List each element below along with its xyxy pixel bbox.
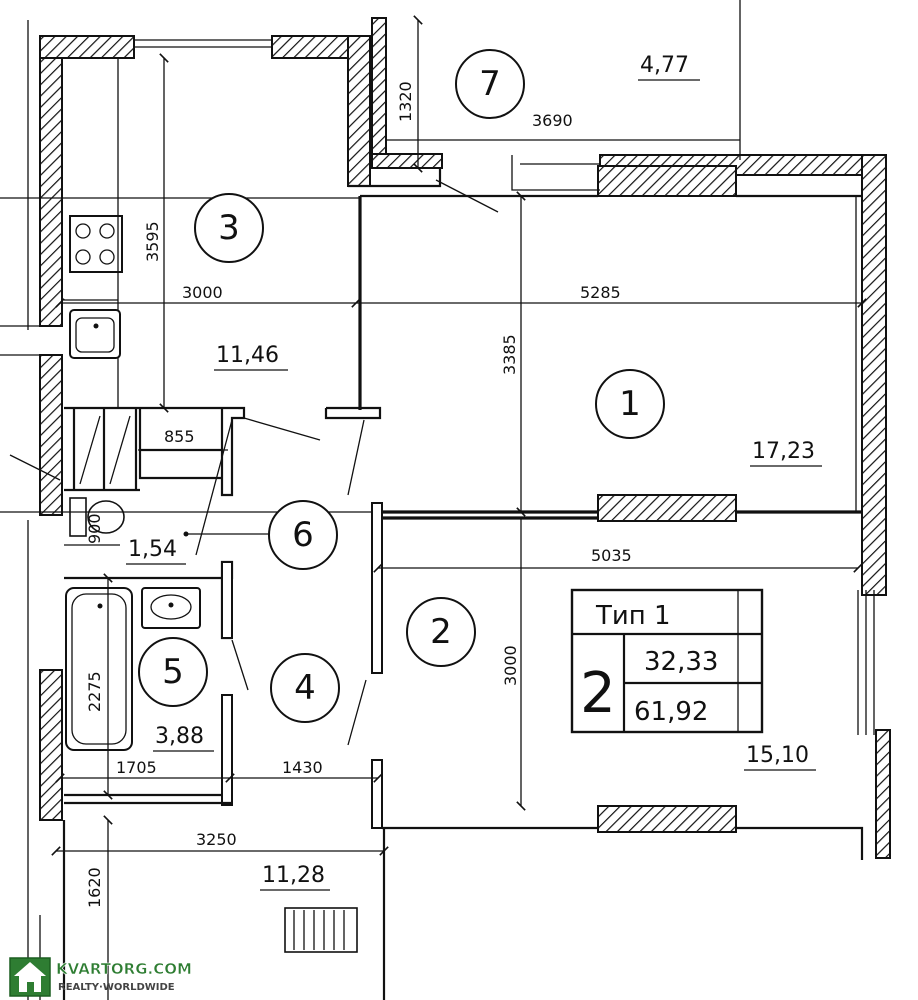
bathroom-sink-icon (141, 587, 201, 629)
bathtub-icon (65, 587, 133, 751)
dim-wc-depth: 900 (85, 513, 104, 544)
room-number: 6 (292, 515, 314, 555)
dim-balcony-depth: 1320 (396, 81, 415, 122)
room-marker-2: 2 (406, 597, 476, 667)
area-room-1: 17,23 (752, 439, 815, 464)
area-room-7: 4,77 (640, 53, 689, 78)
room-number: 7 (479, 64, 501, 104)
dim-bath-depth: 2275 (85, 671, 104, 712)
dimension-lines (0, 0, 867, 1000)
area-room-2: 15,10 (746, 743, 809, 768)
type-total-area: 61,92 (634, 697, 708, 727)
room-marker-7: 7 (455, 49, 525, 119)
watermark-line2: REALTY·WORLDWIDE (58, 982, 175, 993)
room-number: 2 (430, 612, 452, 652)
type-living-area: 32,33 (644, 647, 718, 677)
window-blocks (597, 165, 737, 833)
apartment-type-table: Тип 1 2 32,33 61,92 (570, 588, 764, 734)
room-number: 5 (162, 652, 184, 692)
room-number: 3 (218, 208, 240, 248)
room-marker-3: 3 (194, 193, 264, 263)
room-marker-4: 4 (270, 653, 340, 723)
dim-room2-depth: 3000 (501, 645, 520, 686)
type-title: Тип 1 (595, 601, 671, 631)
dim-hall-depth: 1620 (85, 867, 104, 908)
area-room-3: 11,46 (216, 343, 279, 368)
watermark-logo: KVARTORG.COM REALTY·WORLDWIDE (9, 957, 192, 997)
room-number: 4 (294, 668, 316, 708)
area-hall: 11,28 (262, 863, 325, 888)
dim-hall-width: 3250 (196, 830, 237, 849)
dim-bath-width: 1705 (116, 758, 157, 777)
door-swings (9, 179, 499, 746)
kitchen-sink-icon (69, 309, 121, 359)
dim-corridor-width: 1430 (282, 758, 323, 777)
area-room-6: 1,54 (128, 537, 177, 562)
interior-walls (0, 20, 875, 1000)
room-marker-6: 6 (268, 500, 338, 570)
area-room-5: 3,88 (155, 724, 204, 749)
dim-kitchen-width: 3000 (182, 283, 223, 302)
dim-room1-depth: 3385 (500, 334, 519, 375)
dim-room2-width: 5035 (591, 546, 632, 565)
room-number: 1 (619, 384, 641, 424)
watermark-line1: KVARTORG.COM (56, 960, 192, 978)
dimension-labels: 1320 3690 3595 3000 5285 3385 855 900 50… (85, 81, 632, 908)
dim-balcony-width: 3690 (532, 111, 573, 130)
shelf-racks (64, 408, 140, 492)
area-labels: 17,23 15,10 11,46 3,88 1,54 4,77 11,28 (126, 53, 822, 891)
dim-wc-width: 855 (164, 427, 195, 446)
room-marker-5: 5 (138, 637, 208, 707)
stove-icon (69, 215, 123, 273)
radiator-icon (284, 907, 358, 953)
toilet-icon (64, 497, 125, 546)
dim-room1-width: 5285 (580, 283, 621, 302)
exterior-walls (39, 17, 891, 859)
dim-kitchen-depth: 3595 (143, 221, 162, 262)
type-rooms-count: 2 (580, 661, 616, 726)
room-marker-1: 1 (595, 369, 665, 439)
